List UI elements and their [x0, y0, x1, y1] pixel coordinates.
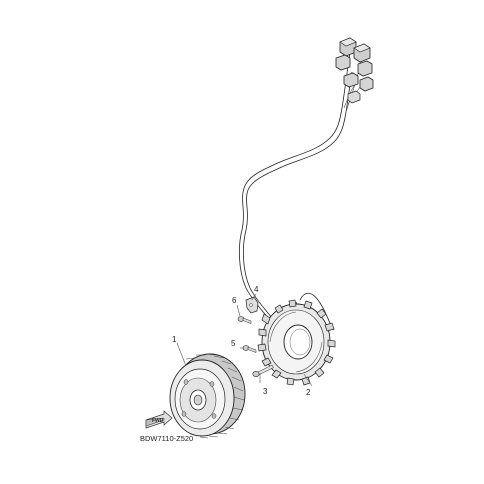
screw-5 [242, 345, 257, 353]
rotor [169, 353, 246, 439]
part-number-6: 6 [232, 296, 237, 305]
part-number-3: 3 [263, 387, 268, 396]
wire-connectors [335, 37, 374, 104]
drawing-code: BDW7110-Z520 [140, 434, 193, 443]
fwd-label: FWD [152, 418, 164, 424]
clamp [245, 296, 259, 314]
forward-arrow-icon: FWD [145, 410, 173, 429]
stator [257, 299, 336, 386]
part-number-2: 2 [306, 388, 311, 397]
part-number-5: 5 [231, 339, 236, 348]
part-number-1: 1 [172, 335, 177, 344]
bolt-3 [252, 364, 274, 377]
screw-6 [237, 316, 252, 324]
part-number-4: 4 [254, 285, 259, 294]
leader-lines [176, 293, 313, 387]
